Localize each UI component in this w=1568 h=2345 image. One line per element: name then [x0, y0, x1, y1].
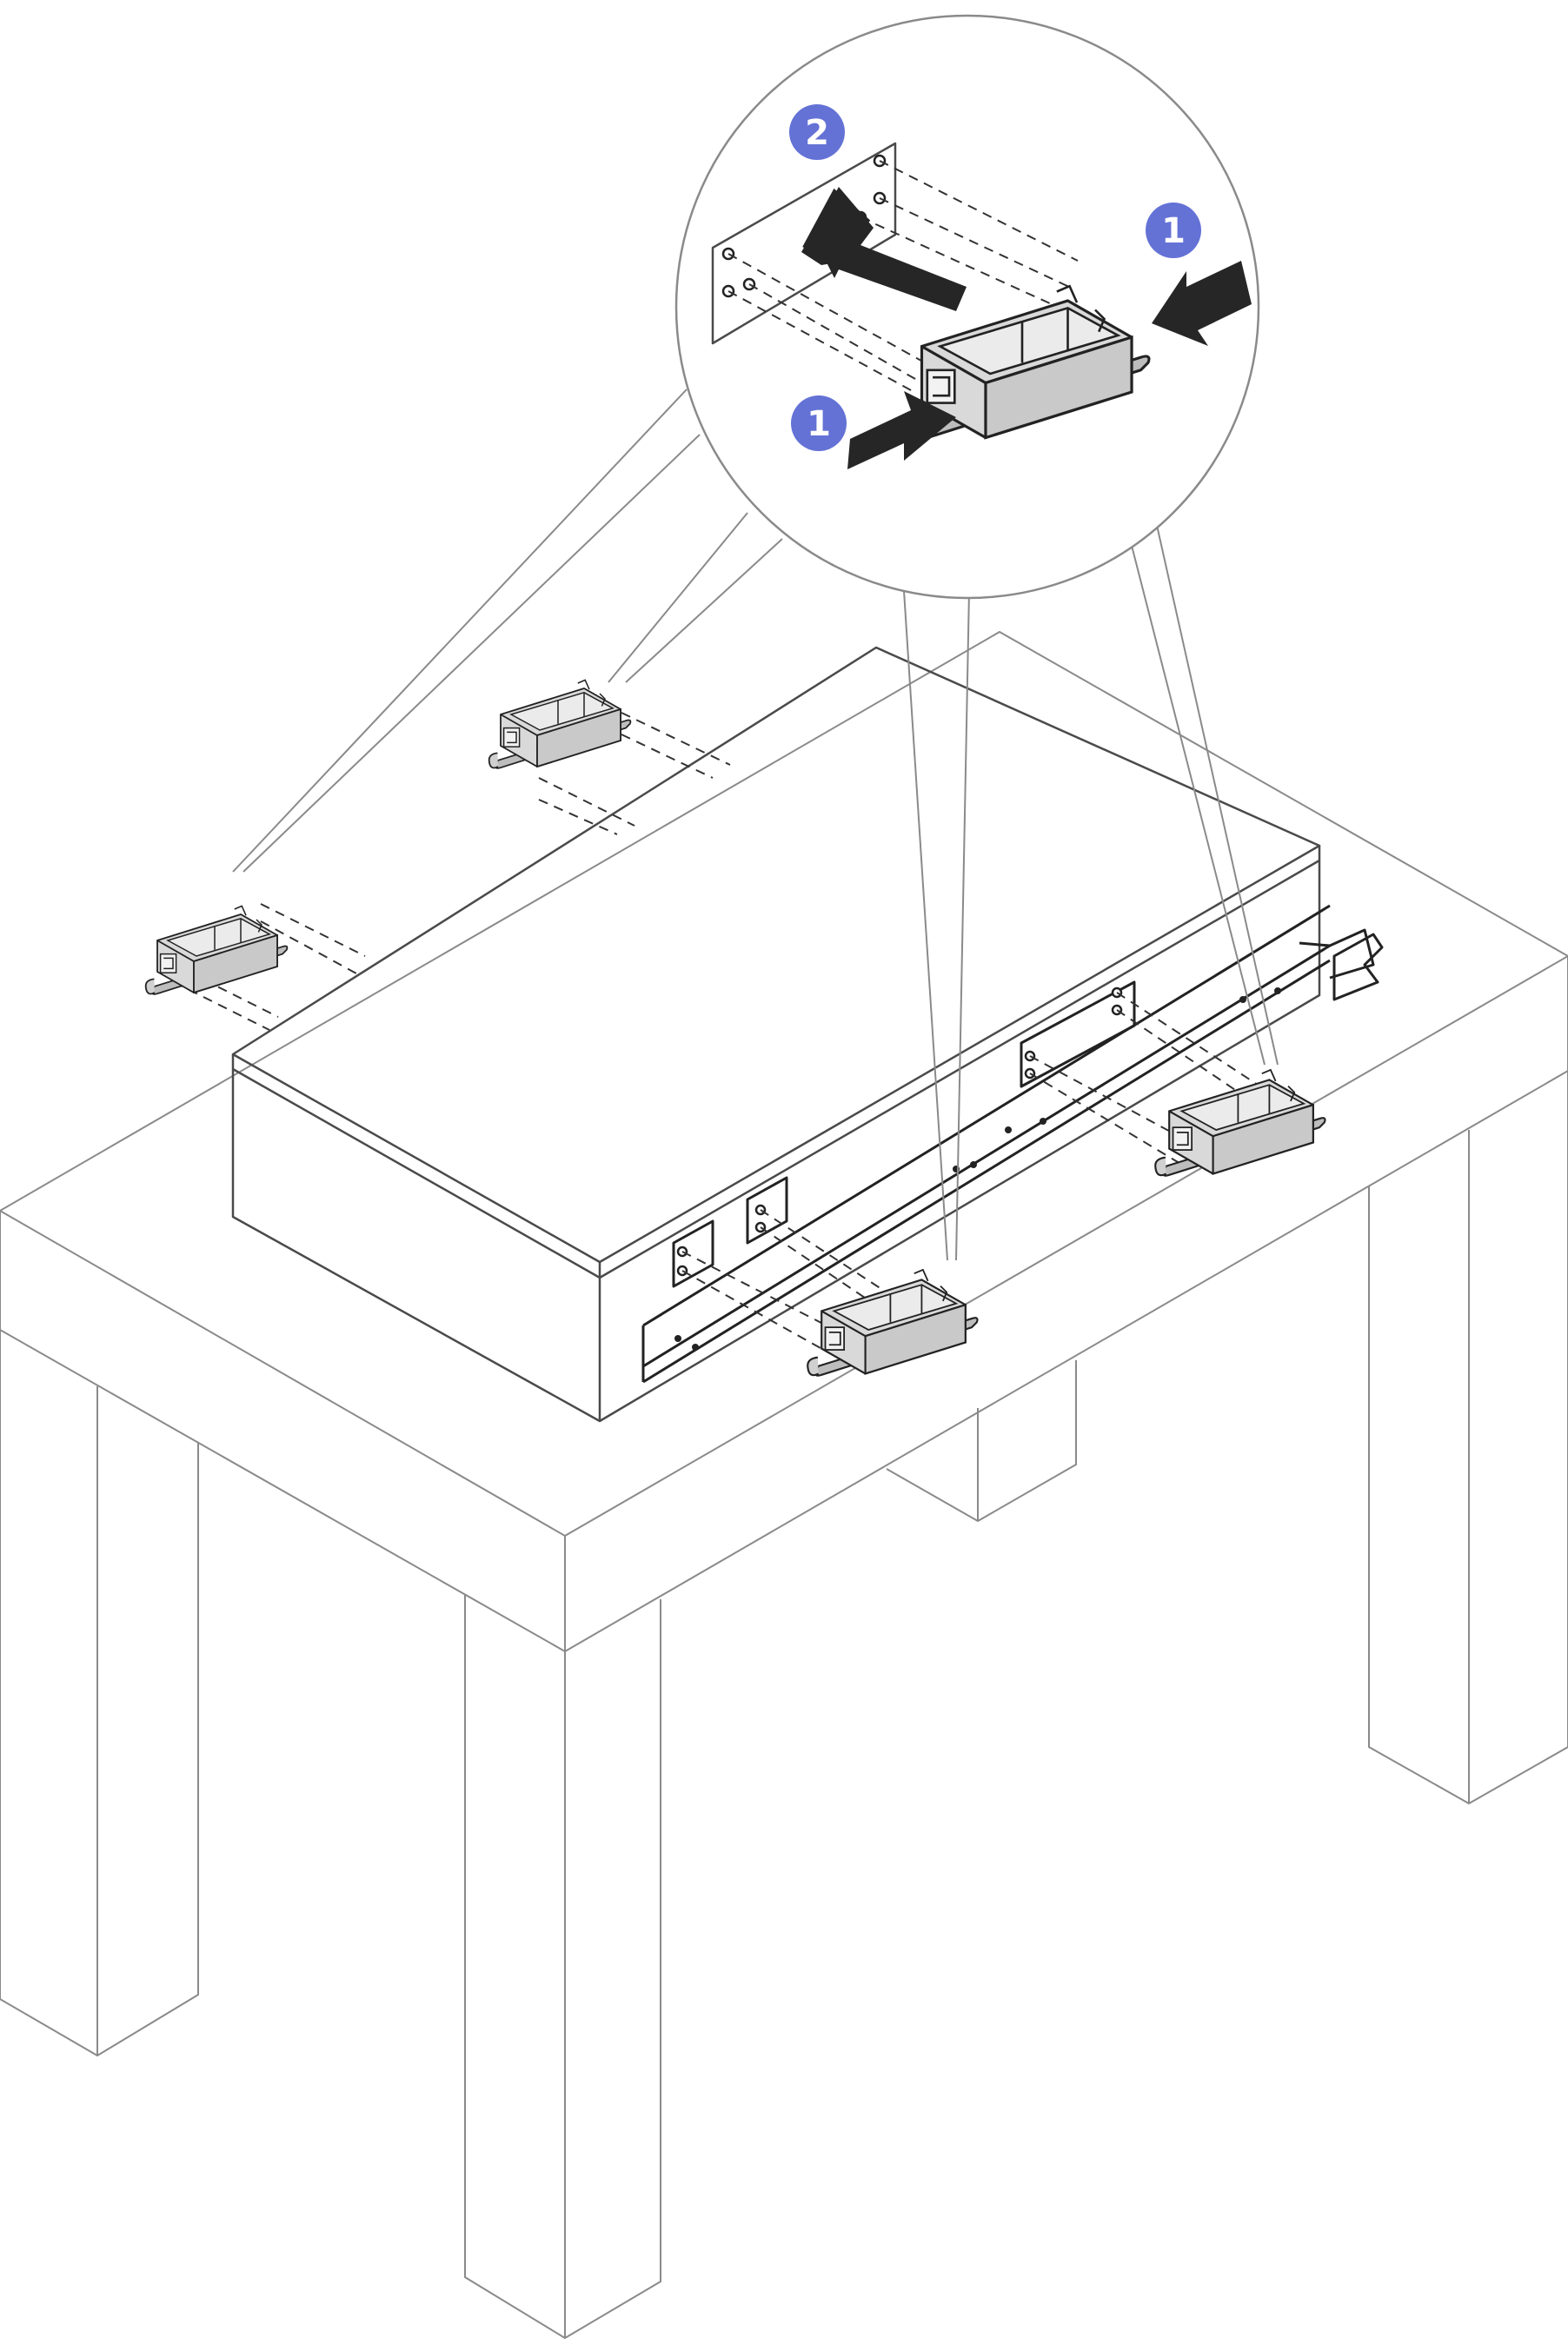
callout-step-1-right: 1	[1146, 203, 1201, 258]
pull-arrow-icon	[801, 187, 967, 311]
callout-step-1-left: 1	[791, 395, 847, 451]
bracket-middle	[488, 679, 632, 769]
callout-step-2-label: 2	[805, 113, 829, 153]
server-chassis	[231, 646, 1384, 1423]
alignment-guides	[173, 712, 1261, 1357]
magnifier-detail-circle-icon: 2 1 1	[674, 14, 1260, 600]
callout-step-1-left-label: 1	[807, 404, 831, 444]
press-arrow-left-icon	[847, 391, 956, 469]
bracket-front	[807, 1268, 979, 1377]
bracket-right	[1154, 1068, 1326, 1177]
magnifier-leaders	[232, 389, 1279, 1261]
table	[0, 631, 1568, 2339]
callout-step-1-right-label: 1	[1161, 211, 1186, 251]
bracket-left	[144, 905, 289, 995]
callout-step-2: 2	[789, 104, 845, 160]
press-arrow-right-icon	[1152, 261, 1252, 346]
